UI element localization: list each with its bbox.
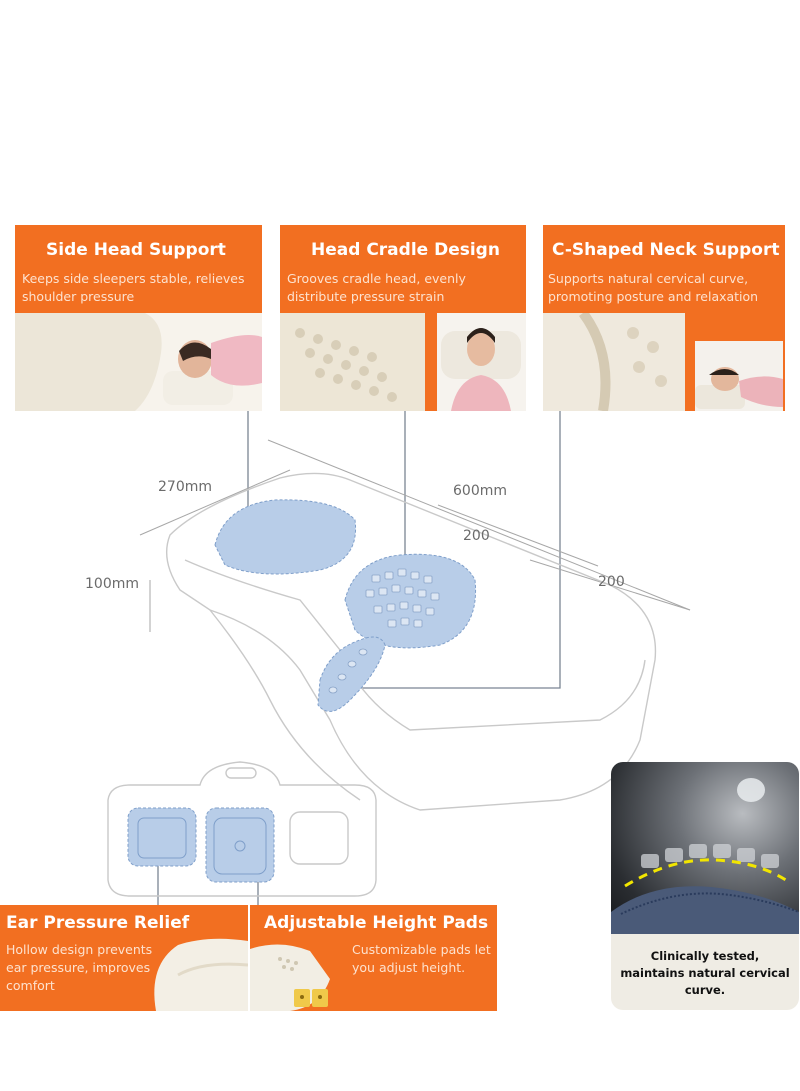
cradle-grooves: [365, 568, 440, 628]
pillow-top-view: [107, 761, 377, 897]
neck-curve-texture: [543, 310, 685, 411]
xray-caption: Clinically tested, maintains natural cer…: [620, 949, 790, 997]
head-cradle-zone: [344, 553, 477, 649]
card-description: Keeps side sleepers stable, relieves sho…: [22, 271, 245, 304]
grooves-texture: [280, 313, 425, 411]
neck-sleeper-photo: [695, 341, 783, 411]
neck-curve-photo: [543, 310, 685, 411]
length-dimension-label: 600mm: [453, 483, 507, 499]
card-title: Ear Pressure Relief: [6, 913, 190, 933]
back-sleeper-photo: [437, 313, 526, 411]
height-pad-zone: [205, 807, 275, 883]
side-support-zone: [214, 499, 357, 575]
xray-image: [611, 762, 799, 934]
c-shaped-neck-support-card: C-Shaped Neck Support Supports natural c…: [543, 225, 785, 411]
card-description: Hollow design prevents ear pressure, imp…: [6, 942, 153, 993]
neck-support-zone: [317, 636, 386, 712]
card-description: Customizable pads let you adjust height.: [352, 942, 491, 975]
card-title: C-Shaped Neck Support: [552, 240, 780, 260]
back-sleeper-illustration: [437, 313, 526, 411]
ear-relief-illustration: [154, 938, 248, 1011]
xray-card: Clinically tested, maintains natural cer…: [611, 762, 799, 1010]
side-sleeper-photo: [15, 313, 262, 411]
cradle-closeup-photo: [280, 313, 425, 411]
neck-bumps: [328, 648, 368, 694]
section-b-dimension-label: 200: [598, 574, 625, 590]
ear-relief-zone: [127, 807, 197, 867]
top-view-zones: [127, 807, 275, 883]
height-dimension-label: 100mm: [85, 576, 139, 592]
adjustable-height-pads-card: Adjustable Height Pads Customizable pads…: [250, 905, 497, 1011]
side-head-support-card: Side Head Support Keeps side sleepers st…: [15, 225, 262, 411]
card-description: Grooves cradle head, evenly distribute p…: [287, 271, 466, 304]
top-view-insets: [137, 817, 267, 875]
head-cradle-design-card: Head Cradle Design Grooves cradle head, …: [280, 225, 526, 411]
ear-relief-photo: [148, 935, 248, 1011]
height-pads-illustration: [250, 944, 330, 1011]
card-title: Adjustable Height Pads: [264, 913, 489, 933]
cervical-xray-illustration: [611, 778, 799, 934]
card-description: Supports natural cervical curve, promoti…: [548, 271, 759, 304]
section-a-dimension-label: 200: [463, 528, 490, 544]
neck-sleeper-illustration: [695, 341, 783, 411]
height-pads-photo: [250, 939, 342, 1011]
side-sleeper-illustration: [15, 313, 262, 411]
width-dimension-label: 270mm: [158, 479, 212, 495]
card-title: Head Cradle Design: [311, 240, 500, 260]
support-zones: [214, 499, 477, 712]
card-title: Side Head Support: [46, 240, 226, 260]
ear-pressure-relief-card: Ear Pressure Relief Hollow design preven…: [0, 905, 248, 1011]
